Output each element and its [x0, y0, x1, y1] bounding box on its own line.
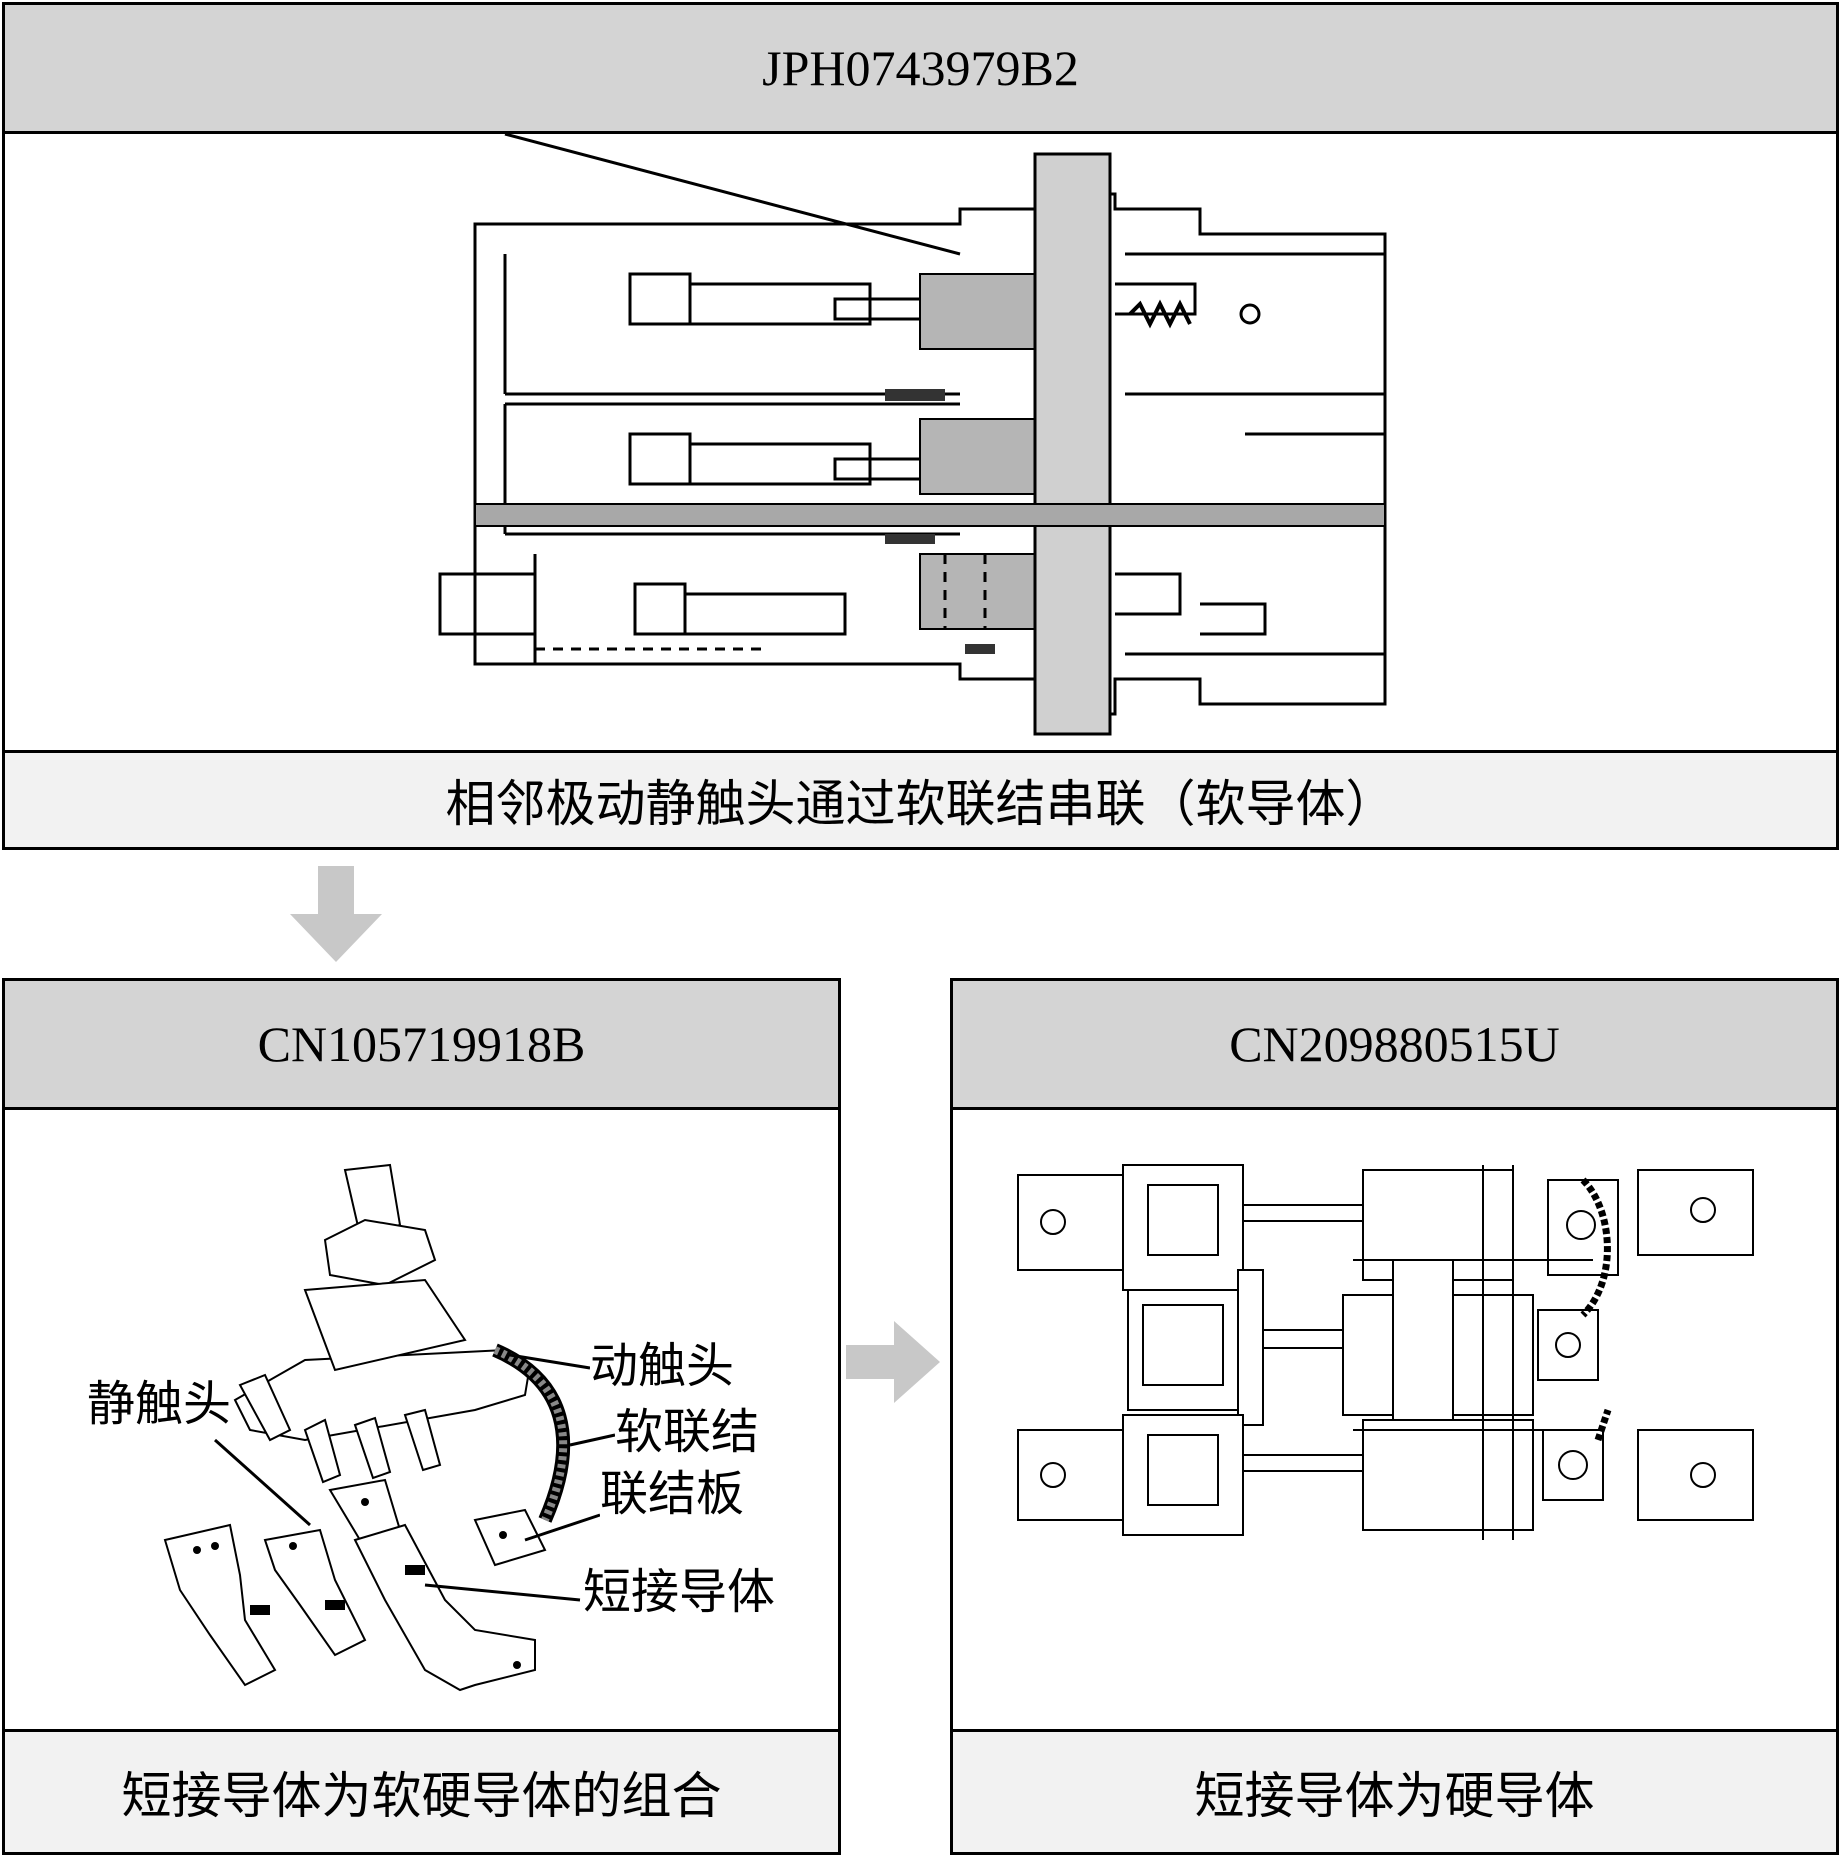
label-soft-link: 软联结	[615, 1404, 760, 1460]
top-panel-header: JPH0743979B2	[5, 5, 1836, 134]
arrow-down-icon	[290, 866, 382, 962]
label-static-contact: 静触头	[87, 1376, 232, 1432]
breaker-sectional-drawing	[438, 134, 1387, 736]
hard-conductor-breaker-drawing	[1017, 1164, 1754, 1540]
top-panel: JPH0743979B2	[2, 2, 1839, 850]
left-patent-id: CN105719918B	[257, 1016, 586, 1072]
label-moving-contact: 动触头	[590, 1338, 735, 1394]
left-panel-footer: 短接导体为软硬导体的组合	[5, 1729, 838, 1852]
right-caption: 短接导体为硬导体	[1194, 1767, 1595, 1825]
top-figure	[5, 134, 1836, 754]
left-caption: 短接导体为软硬导体的组合	[121, 1767, 722, 1825]
right-panel-footer: 短接导体为硬导体	[953, 1729, 1836, 1852]
top-patent-id: JPH0743979B2	[762, 40, 1079, 96]
label-link-plate: 联结板	[600, 1466, 745, 1522]
arrow-right-icon	[846, 1321, 940, 1403]
contact-assembly-drawing	[163, 1163, 616, 1692]
left-panel: CN105719918B	[2, 978, 841, 1855]
top-caption: 相邻极动静触头通过软联结串联（软导体）	[445, 775, 1396, 833]
right-panel-header: CN209880515U	[953, 981, 1836, 1110]
right-patent-id: CN209880515U	[1229, 1016, 1560, 1072]
left-figure: 静触头 动触头 软联结 联结板 短接导体	[5, 1110, 838, 1728]
top-panel-footer: 相邻极动静触头通过软联结串联（软导体）	[5, 750, 1836, 847]
right-figure	[953, 1110, 1836, 1728]
right-panel: CN209880515U	[950, 978, 1839, 1855]
left-panel-header: CN105719918B	[5, 981, 838, 1110]
label-shorting-conductor: 短接导体	[583, 1564, 776, 1620]
